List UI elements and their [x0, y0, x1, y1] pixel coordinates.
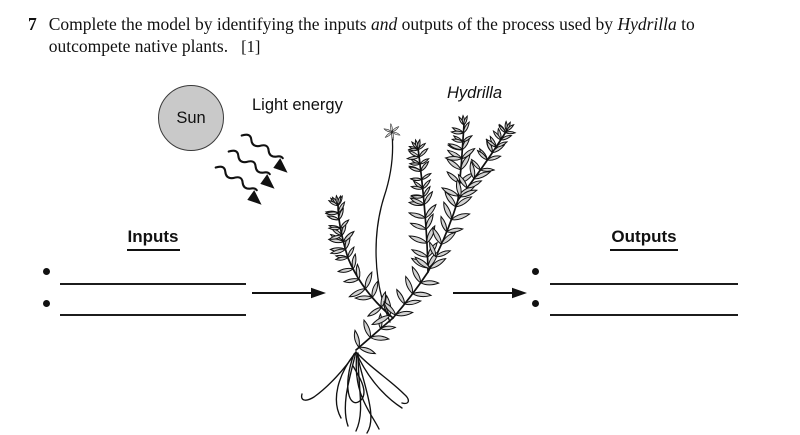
question-number: 7	[28, 14, 37, 34]
output-blank-1[interactable]	[550, 283, 738, 285]
hydrilla-plant-illustration	[300, 100, 540, 434]
input-blank-1[interactable]	[60, 283, 246, 285]
flower-stalk	[375, 133, 394, 323]
input-blank-2[interactable]	[60, 314, 246, 316]
outputs-heading: Outputs	[550, 227, 738, 251]
arrow-plant-to-outputs	[453, 287, 527, 299]
bullet-marker	[43, 300, 50, 307]
arrow-inputs-to-plant	[252, 287, 326, 299]
hydrilla-label: Hydrilla	[447, 84, 503, 102]
inputs-heading: Inputs	[60, 227, 246, 251]
bullet-marker	[532, 300, 539, 307]
sun-symbol: Sun	[158, 85, 224, 151]
question: 7 Complete the model by identifying the …	[28, 13, 788, 58]
roots	[300, 351, 409, 434]
question-line-2: outcompete native plants.	[48, 36, 229, 56]
plant-leaves	[326, 116, 516, 357]
question-text: Complete the model by identifying the in…	[49, 13, 695, 58]
flower-icon	[383, 122, 401, 142]
light-energy-label: Light energy	[252, 96, 343, 114]
sun-label: Sun	[176, 108, 206, 127]
bullet-marker	[43, 268, 50, 275]
question-line-1: Complete the model by identifying the in…	[48, 14, 695, 34]
bullet-marker	[532, 268, 539, 275]
marks-label: [1]	[241, 37, 261, 56]
output-blank-2[interactable]	[550, 314, 738, 316]
